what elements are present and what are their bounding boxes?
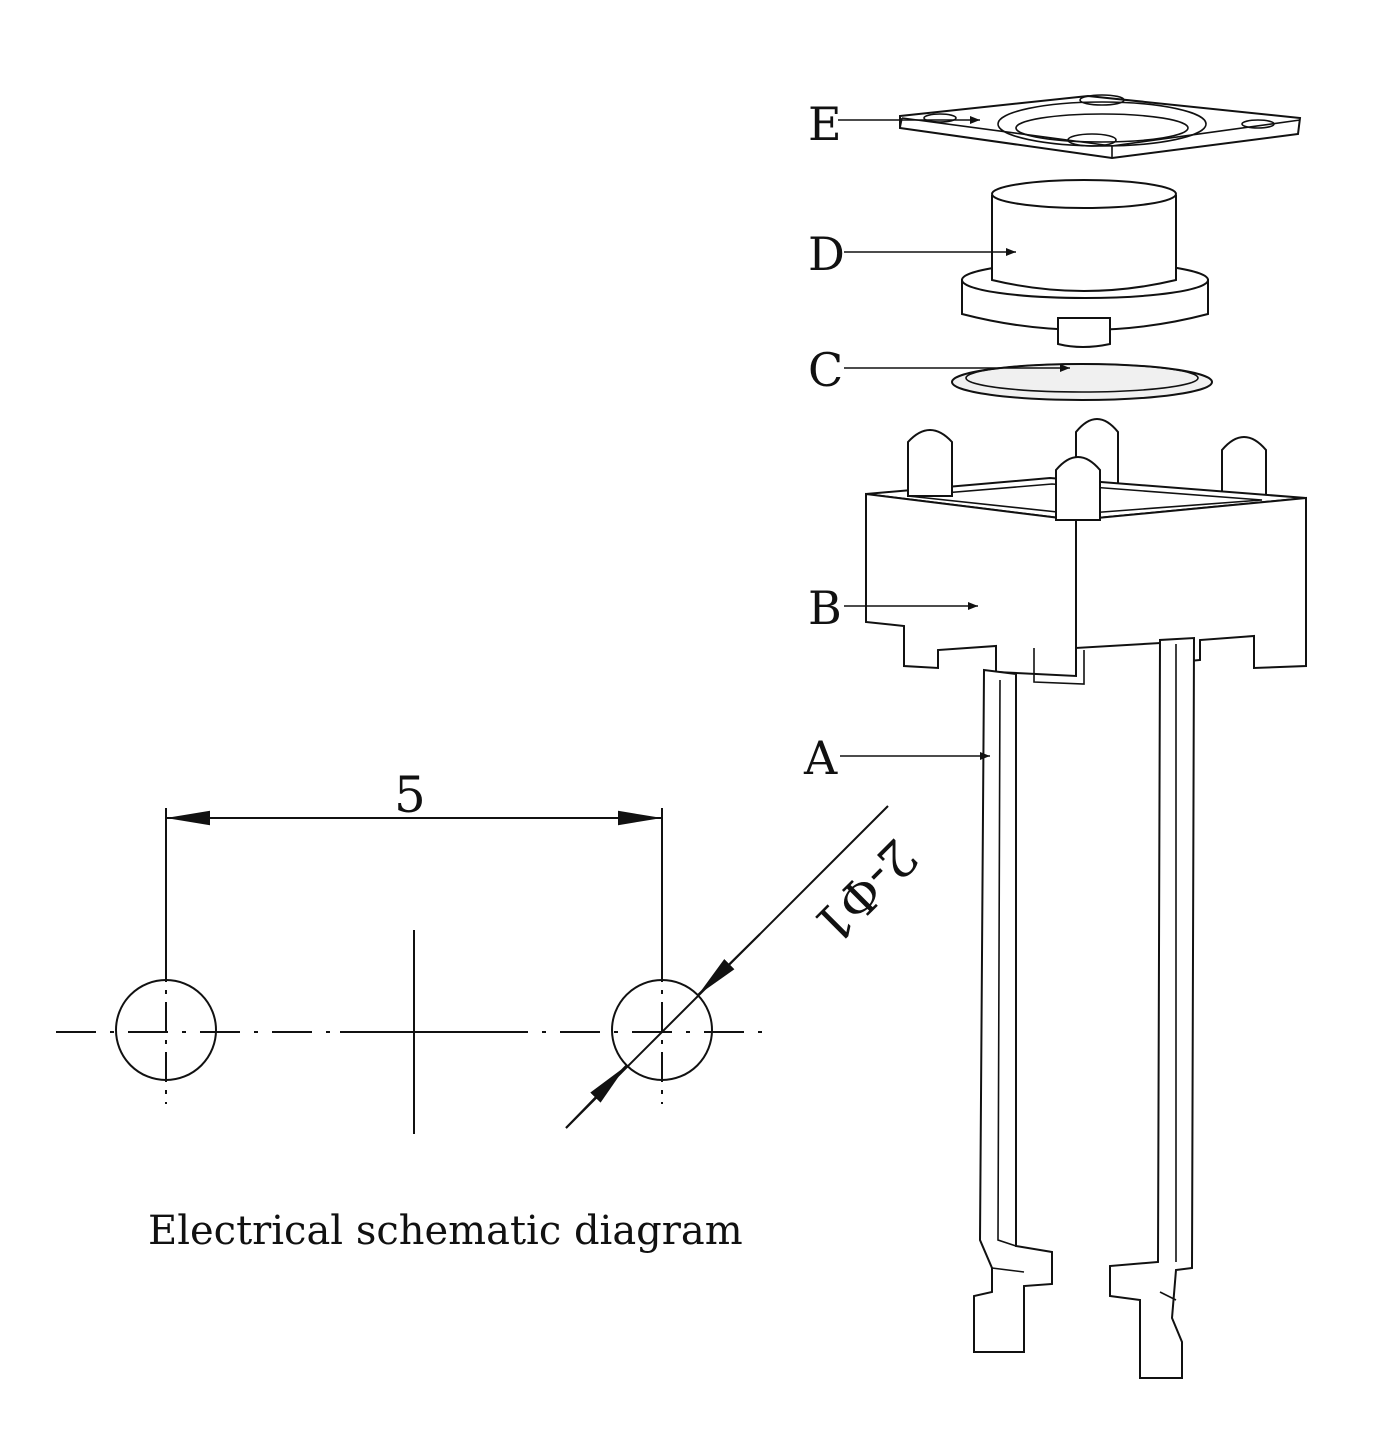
label-a-group: A — [803, 731, 990, 785]
label-c-group: C — [808, 343, 1070, 397]
label-c: C — [808, 343, 843, 397]
label-e: E — [808, 97, 842, 151]
part-c-dome — [951, 363, 1213, 401]
label-d: D — [808, 227, 845, 281]
dimension-hole: 2-Φ1 — [802, 828, 929, 955]
label-a: A — [803, 731, 838, 785]
part-b-housing — [865, 418, 1307, 685]
diagram-caption: Electrical schematic diagram — [148, 1208, 743, 1254]
part-d-actuator — [961, 179, 1209, 348]
part-e-plate — [899, 94, 1302, 160]
footprint-schematic: 5 2-Φ1 — [56, 766, 929, 1134]
label-b-group: B — [808, 581, 978, 635]
part-a-terminals — [973, 636, 1196, 1379]
label-d-group: D — [808, 227, 1016, 281]
dimension-pitch: 5 — [394, 766, 426, 824]
label-e-group: E — [808, 97, 980, 151]
label-b: B — [808, 581, 842, 635]
